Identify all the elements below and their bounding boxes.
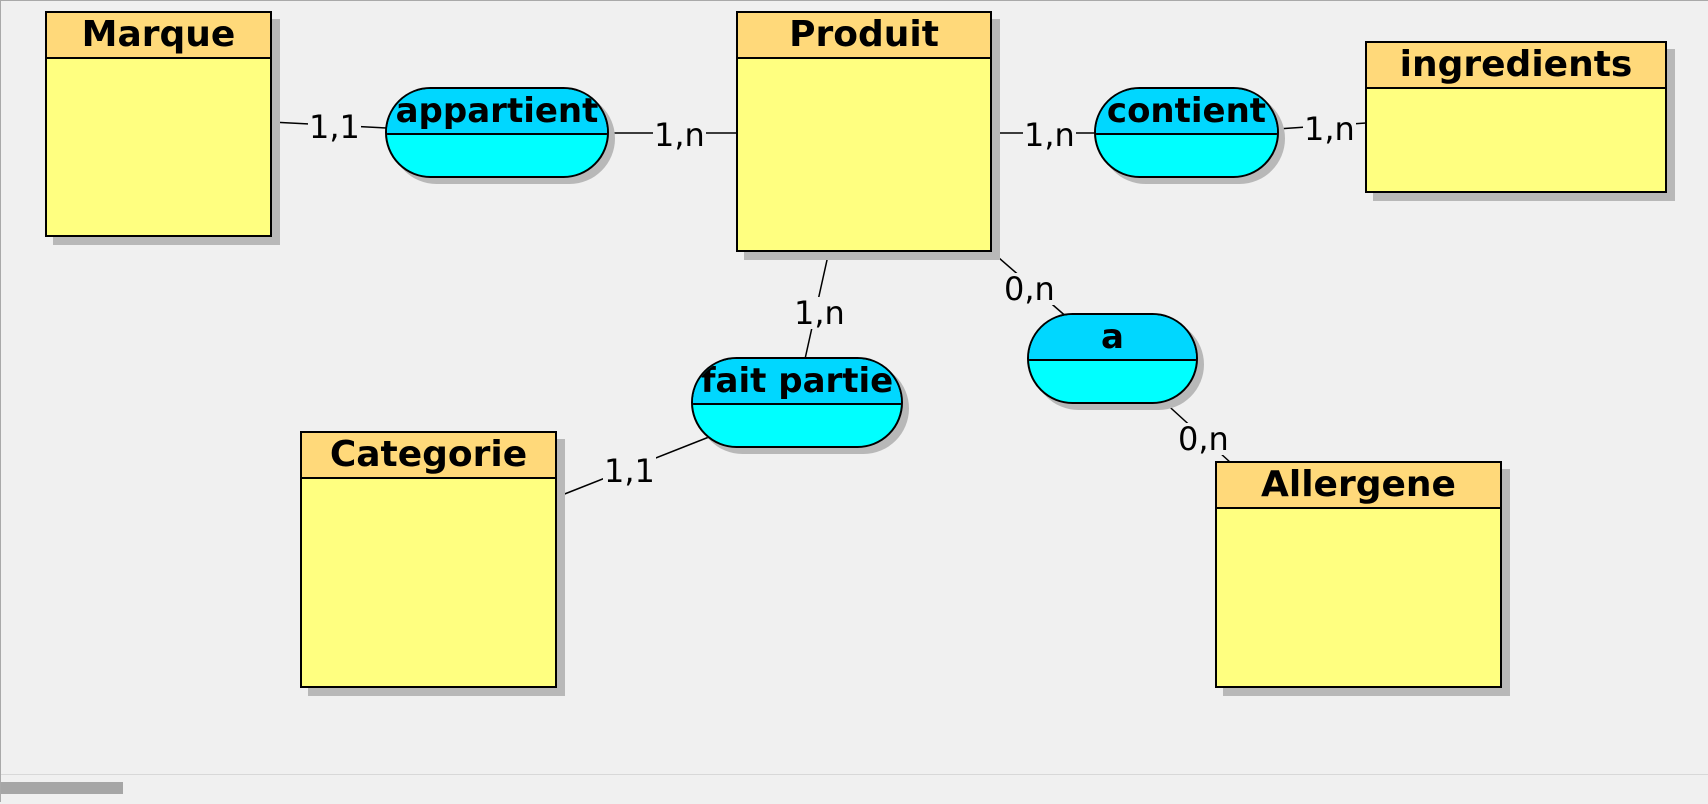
association-fait-partie-title: fait partie <box>693 359 901 405</box>
cardinality-allergene-a: 0,n <box>1177 420 1230 458</box>
association-a[interactable]: a <box>1027 313 1198 404</box>
entity-ingredients[interactable]: ingredients <box>1365 41 1667 193</box>
entity-categorie[interactable]: Categorie <box>300 431 557 688</box>
horizontal-scrollbar[interactable] <box>1 774 1708 804</box>
association-a-title: a <box>1029 315 1196 361</box>
cardinality-produit-contient: 1,n <box>1023 116 1076 154</box>
cardinality-produit-appartient: 1,n <box>653 116 706 154</box>
association-appartient-title: appartient <box>387 89 607 135</box>
cardinality-categorie-fait-partie: 1,1 <box>603 452 656 490</box>
entity-ingredients-title: ingredients <box>1367 43 1665 89</box>
cardinality-produit-fait-partie: 1,n <box>793 294 846 332</box>
entity-marque-title: Marque <box>47 13 270 59</box>
entity-produit[interactable]: Produit <box>736 11 992 252</box>
scrollbar-thumb[interactable] <box>1 782 123 794</box>
cardinality-produit-a: 0,n <box>1003 270 1056 308</box>
entity-produit-title: Produit <box>738 13 990 59</box>
cardinality-ingredients-contient: 1,n <box>1303 110 1356 148</box>
entity-allergene-title: Allergene <box>1217 463 1500 509</box>
entity-allergene[interactable]: Allergene <box>1215 461 1502 688</box>
association-fait-partie[interactable]: fait partie <box>691 357 903 448</box>
entity-marque[interactable]: Marque <box>45 11 272 237</box>
association-appartient[interactable]: appartient <box>385 87 609 178</box>
cardinality-marque-appartient: 1,1 <box>308 108 361 146</box>
association-contient[interactable]: contient <box>1094 87 1279 178</box>
entity-categorie-title: Categorie <box>302 433 555 479</box>
association-contient-title: contient <box>1096 89 1277 135</box>
